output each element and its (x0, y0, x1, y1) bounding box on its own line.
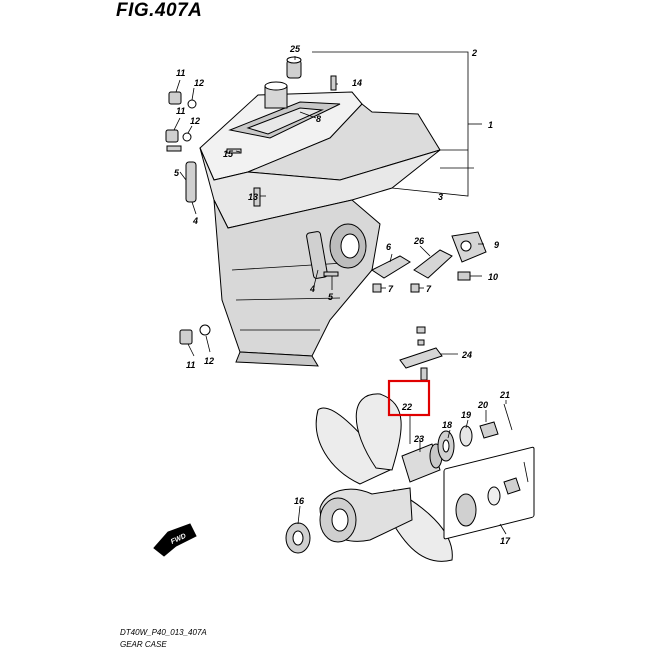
callout-2[interactable]: 2 (471, 48, 477, 58)
callout-7[interactable]: 7 (388, 284, 394, 294)
callout-20[interactable]: 20 (477, 400, 488, 410)
figure-title: FIG.407A (116, 0, 203, 21)
screw[interactable] (226, 148, 242, 154)
figure-caption: GEAR CASE (120, 640, 167, 649)
callout-numbers: 2 1 3 25 14 8 11 12 11 12 15 5 4 13 6 26… (174, 44, 511, 546)
callout-10[interactable]: 10 (488, 272, 498, 282)
thrust-washer[interactable] (285, 522, 311, 554)
dowel-pin[interactable] (330, 75, 337, 91)
callout-12[interactable]: 12 (194, 78, 204, 88)
callout-14[interactable]: 14 (352, 78, 362, 88)
assembly-bracket (312, 51, 482, 197)
oil-plug[interactable] (165, 129, 192, 143)
callout-11[interactable]: 11 (176, 68, 185, 78)
cover-plate[interactable] (413, 249, 453, 279)
callout-22[interactable]: 22 (401, 402, 412, 412)
callout-4[interactable]: 4 (192, 216, 198, 226)
callout-6[interactable]: 6 (386, 242, 392, 252)
callout-11[interactable]: 11 (186, 360, 195, 370)
callout-7[interactable]: 7 (426, 284, 432, 294)
callout-12[interactable]: 12 (190, 116, 200, 126)
cotter-pin[interactable] (503, 403, 513, 431)
bolt[interactable] (410, 283, 420, 293)
callout-19[interactable]: 19 (461, 410, 471, 420)
callout-26[interactable]: 26 (413, 236, 425, 246)
fwd-arrow: FWD (153, 523, 197, 557)
callout-8[interactable]: 8 (316, 114, 321, 124)
callout-12[interactable]: 12 (204, 356, 214, 366)
propeller-kit[interactable] (443, 446, 535, 540)
callout-13[interactable]: 13 (248, 192, 258, 202)
highlight-box (387, 379, 431, 417)
stopper-plate[interactable] (399, 326, 443, 381)
zinc-anode[interactable] (306, 231, 339, 279)
propeller[interactable] (315, 393, 453, 562)
propeller-bush[interactable] (401, 443, 443, 483)
bolt[interactable] (372, 283, 382, 293)
gear-case-housing[interactable] (199, 91, 441, 367)
trim-tab[interactable] (451, 231, 487, 263)
bolt[interactable] (457, 271, 471, 281)
propeller-nut[interactable] (479, 421, 499, 439)
callout-23[interactable]: 23 (413, 434, 424, 444)
callout-15[interactable]: 15 (223, 149, 234, 159)
callout-1[interactable]: 1 (488, 120, 493, 130)
callout-21[interactable]: 21 (499, 390, 510, 400)
callout-5[interactable]: 5 (174, 168, 180, 178)
oil-plug[interactable] (179, 324, 211, 345)
callout-18[interactable]: 18 (442, 420, 452, 430)
washer[interactable] (459, 425, 473, 447)
callout-4[interactable]: 4 (309, 284, 315, 294)
callout-17[interactable]: 17 (500, 536, 511, 546)
bolt[interactable] (253, 187, 261, 207)
callout-9[interactable]: 9 (494, 240, 499, 250)
drawing-code: DT40W_P40_013_407A (120, 628, 207, 637)
callout-24[interactable]: 24 (461, 350, 472, 360)
callout-5[interactable]: 5 (328, 292, 334, 302)
callout-11[interactable]: 11 (176, 106, 185, 116)
spacer[interactable] (437, 430, 455, 462)
leader-lines (173, 56, 507, 535)
driveshaft-seal-housing[interactable] (264, 81, 288, 109)
callout-25[interactable]: 25 (289, 44, 301, 54)
callout-3[interactable]: 3 (438, 192, 443, 202)
callout-16[interactable]: 16 (294, 496, 305, 506)
zinc-anode[interactable] (166, 145, 197, 203)
water-tube-bush[interactable] (286, 56, 302, 79)
oil-plug[interactable] (168, 91, 197, 109)
